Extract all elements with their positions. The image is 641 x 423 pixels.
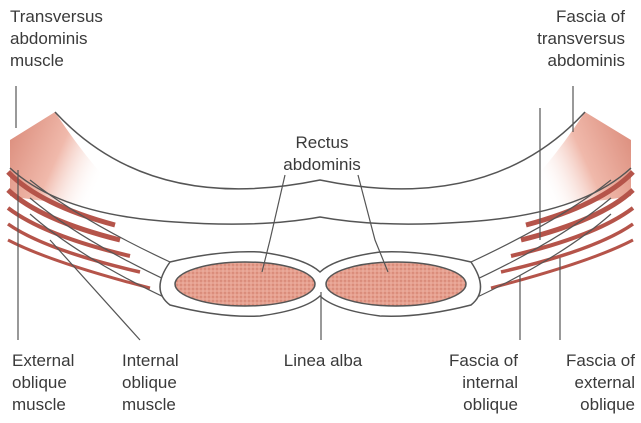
label-rectus-abdominis: Rectus abdominis — [270, 132, 374, 176]
label-fascia-of-internal-oblique: Fascia of internal oblique — [428, 350, 518, 416]
label-external-oblique-muscle: External oblique muscle — [12, 350, 74, 416]
label-internal-oblique-muscle: Internal oblique muscle — [122, 350, 179, 416]
label-fascia-of-transversus-abdominis: Fascia of transversus abdominis — [537, 6, 625, 72]
label-linea-alba: Linea alba — [268, 350, 378, 372]
rectus-abdominis-right — [326, 262, 466, 306]
label-fascia-of-external-oblique: Fascia of external oblique — [566, 350, 635, 416]
rectus-abdominis-left — [175, 262, 315, 306]
transversus-muscle-left — [10, 112, 115, 205]
label-transversus-abdominis-muscle: Transversus abdominis muscle — [10, 6, 103, 72]
transversus-muscle-right — [525, 112, 631, 205]
